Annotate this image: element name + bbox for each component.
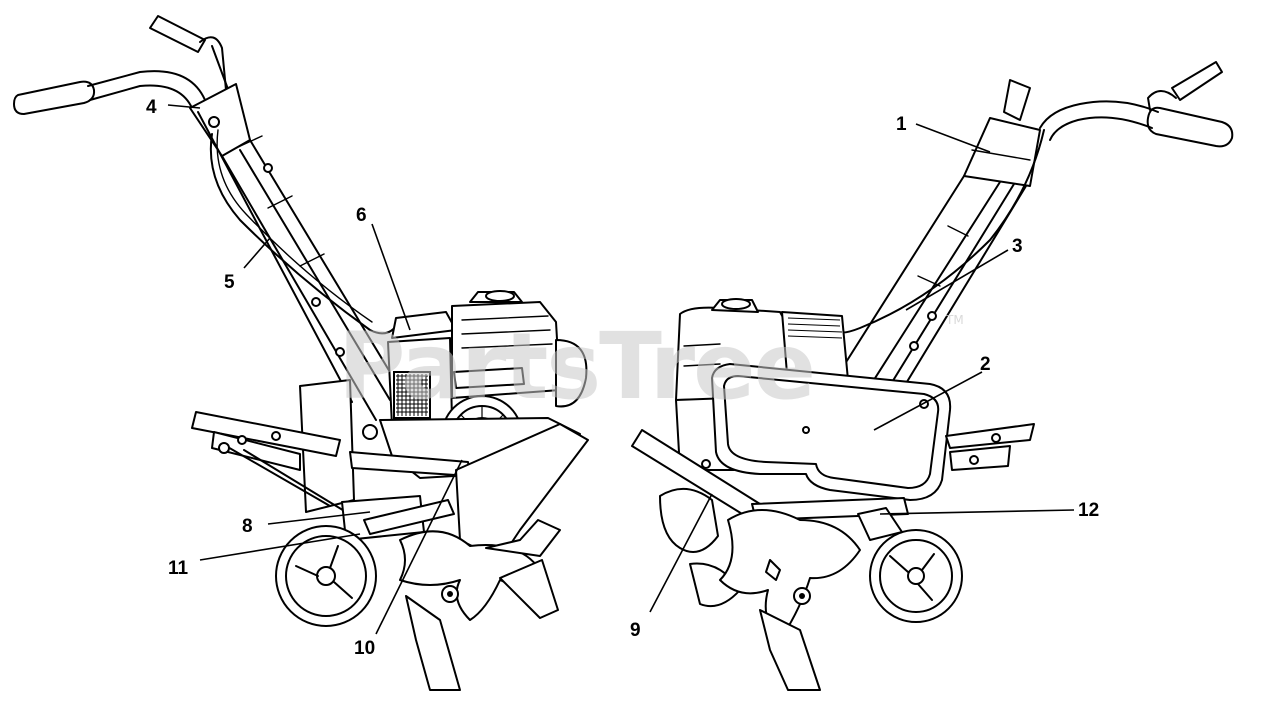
callout-8: 8 [242, 516, 253, 537]
leader-6 [371, 223, 411, 331]
left-tiller-illustration [13, 15, 589, 691]
callout-2: 2 [980, 354, 991, 375]
callout-4: 4 [146, 97, 157, 118]
partstree-watermark: PartsTree TM [338, 313, 964, 420]
callout-9: 9 [630, 620, 641, 641]
callout-12: 12 [1078, 500, 1099, 521]
leader-lines [167, 104, 1075, 635]
right-tiller-illustration [631, 61, 1234, 691]
callout-labels: 4 5 6 8 11 10 1 3 2 12 9 [146, 97, 1099, 659]
callout-3: 3 [1012, 236, 1023, 257]
leader-4 [167, 104, 201, 109]
callout-1: 1 [896, 114, 907, 135]
leader-10 [375, 459, 463, 635]
leader-2 [873, 371, 983, 431]
callout-11: 11 [168, 558, 189, 579]
callout-6: 6 [356, 205, 367, 226]
leader-5 [243, 237, 271, 269]
leader-3 [905, 249, 1009, 311]
leader-1 [915, 123, 991, 153]
watermark-trademark: TM [945, 313, 964, 327]
leader-9 [649, 493, 713, 613]
callout-5: 5 [224, 272, 235, 293]
leader-11 [199, 533, 361, 561]
callout-10: 10 [354, 638, 375, 659]
leader-8 [267, 511, 371, 525]
watermark-text: PartsTree [338, 313, 814, 420]
leader-12 [879, 509, 1075, 515]
